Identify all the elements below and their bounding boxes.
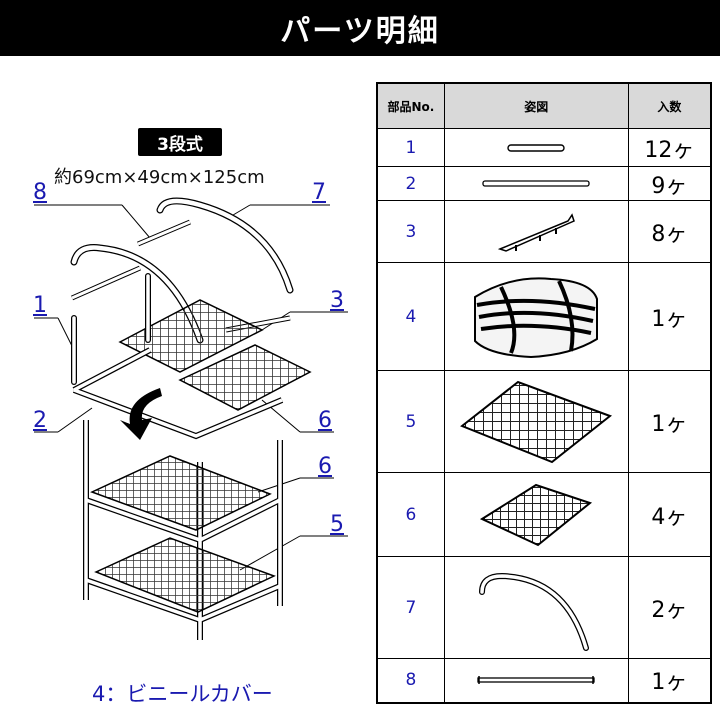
callout-8: 8 xyxy=(33,180,47,205)
callout-6-upper: 6 xyxy=(318,408,332,433)
part-number: 3 xyxy=(376,200,445,263)
table-row: 6 4ヶ xyxy=(376,472,712,557)
part-number: 4 xyxy=(376,262,445,371)
header-part-no: 部品No. xyxy=(376,82,445,129)
part-quantity: 4ヶ xyxy=(627,472,712,557)
part-number: 8 xyxy=(376,658,445,703)
table-row: 2 9ヶ xyxy=(376,166,712,201)
part-quantity: 1ヶ xyxy=(627,370,712,473)
table-row: 8 1ヶ xyxy=(376,658,712,703)
long-pole-icon xyxy=(482,179,590,187)
callout-7: 7 xyxy=(312,180,326,205)
callout-5: 5 xyxy=(330,512,344,537)
tier-badge: 3段式 xyxy=(138,128,222,156)
connector-bar-icon xyxy=(498,212,576,252)
table-header-row: 部品No. 姿図 入数 xyxy=(376,82,712,129)
callout-6-lower: 6 xyxy=(318,454,332,479)
part-quantity: 9ヶ xyxy=(627,166,712,201)
vinyl-cover-label: 4：ビニールカバー xyxy=(92,682,273,706)
part-quantity: 8ヶ xyxy=(627,200,712,263)
parts-table: 部品No. 姿図 入数 1 12ヶ 2 9ヶ 3 8ヶ 4 1ヶ 5 1ヶ 6 … xyxy=(376,82,712,704)
part-number: 2 xyxy=(376,166,445,201)
table-row: 7 2ヶ xyxy=(376,556,712,659)
page-header: パーツ明細 xyxy=(0,0,720,56)
part-number: 1 xyxy=(376,128,445,167)
small-wire-shelf-icon xyxy=(480,483,593,546)
part-number: 5 xyxy=(376,370,445,473)
callout-1: 1 xyxy=(33,293,47,318)
page-title: パーツ明細 xyxy=(280,14,440,49)
large-wire-shelf-icon xyxy=(460,380,613,463)
top-bar-icon xyxy=(477,676,595,685)
callout-3: 3 xyxy=(330,288,344,313)
vinyl-cover-icon xyxy=(474,276,599,358)
header-quantity: 入数 xyxy=(627,82,712,129)
part-number: 7 xyxy=(376,556,445,659)
part-number: 6 xyxy=(376,472,445,557)
short-pole-icon xyxy=(507,143,565,152)
part-quantity: 2ヶ xyxy=(627,556,712,659)
rack-illustration xyxy=(34,197,348,640)
arch-pole-icon xyxy=(479,572,590,651)
table-row: 3 8ヶ xyxy=(376,200,712,263)
part-quantity: 12ヶ xyxy=(627,128,712,167)
header-figure: 姿図 xyxy=(443,82,629,129)
table-row: 1 12ヶ xyxy=(376,128,712,167)
dimensions-label: 約69cm×49cm×125cm xyxy=(54,167,265,188)
part-quantity: 1ヶ xyxy=(627,658,712,703)
callout-2: 2 xyxy=(33,408,47,433)
table-row: 4 1ヶ xyxy=(376,262,712,371)
part-quantity: 1ヶ xyxy=(627,262,712,371)
table-row: 5 1ヶ xyxy=(376,370,712,473)
